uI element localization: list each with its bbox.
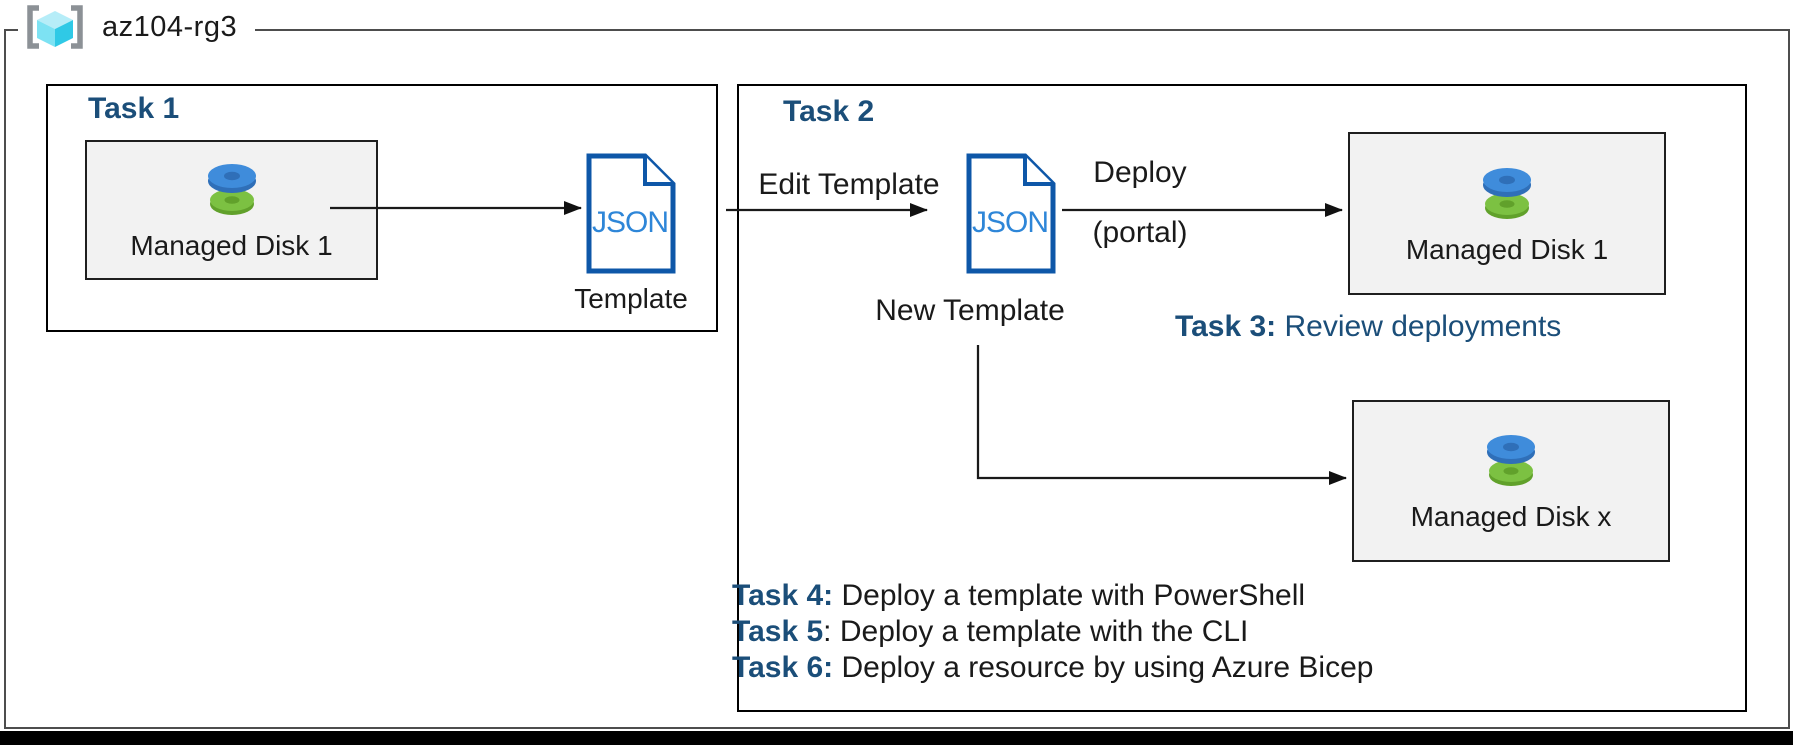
resource-group-icon: [27, 5, 83, 49]
json-file-label: JSON: [972, 206, 1048, 239]
json-file-label: JSON: [592, 206, 668, 239]
task6-text: Deploy a resource by using Azure Bicep: [833, 651, 1374, 684]
task6-line: Task 6: Deploy a resource by using Azure…: [732, 650, 1373, 686]
deploy-portal-label: (portal): [1092, 216, 1188, 249]
task4-prefix: Task 4:: [732, 579, 834, 612]
task5-text: : Deploy a template with the CLI: [823, 615, 1249, 648]
managed-disk-1-deployed-box: Managed Disk 1: [1348, 132, 1666, 295]
deploy-label: Deploy: [1093, 156, 1187, 189]
task4-line: Task 4: Deploy a template with PowerShel…: [732, 578, 1373, 614]
managed-disk-icon: [1483, 167, 1531, 219]
managed-disk-1-label: Managed Disk 1: [130, 230, 333, 261]
task5-line: Task 5: Deploy a template with the CLI: [732, 614, 1373, 650]
resource-group-name: az104-rg3: [102, 10, 238, 43]
edit-template-label: Edit Template: [758, 168, 940, 201]
task1-title: Task 1: [88, 92, 180, 125]
json-new-template-icon: JSON: [966, 153, 1056, 274]
json-template-icon: JSON: [586, 153, 676, 274]
task4-text: Deploy a template with PowerShell: [833, 579, 1306, 612]
task3-prefix: Task 3:: [1175, 310, 1277, 343]
bottom-border-bar: [0, 731, 1793, 745]
task-list: Task 4: Deploy a template with PowerShel…: [732, 578, 1373, 686]
managed-disk-x-label: Managed Disk x: [1410, 501, 1612, 532]
managed-disk-icon: [207, 164, 256, 215]
template-caption: Template: [574, 283, 688, 314]
task3-text: Review deployments: [1276, 310, 1562, 343]
managed-disk-x-box: Managed Disk x: [1352, 400, 1670, 562]
managed-disk-1-deployed-label: Managed Disk 1: [1405, 233, 1609, 265]
resource-group-label: az104-rg3: [18, 0, 256, 54]
task6-prefix: Task 6:: [732, 651, 834, 684]
resource-group-frame: [4, 29, 1790, 729]
new-template-caption: New Template: [875, 294, 1065, 327]
task3-line: Task 3: Review deployments: [1175, 310, 1561, 344]
managed-disk-icon: [1487, 435, 1535, 486]
task2-title: Task 2: [783, 95, 875, 128]
task5-prefix: Task 5: [732, 615, 824, 648]
managed-disk-1-box: Managed Disk 1: [85, 140, 378, 280]
